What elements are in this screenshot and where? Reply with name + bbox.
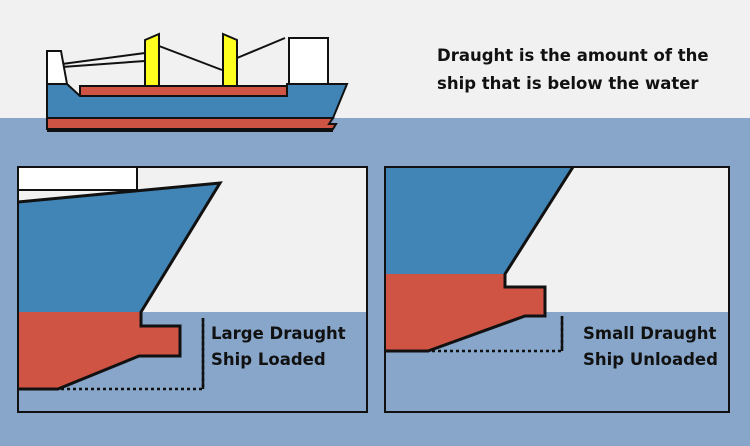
hull-below-water	[46, 117, 338, 130]
rigging-line	[236, 37, 286, 59]
crane	[222, 32, 238, 89]
bridge-superstructure	[288, 37, 329, 85]
bow-below-water	[18, 312, 180, 389]
loaded-label-line-1: Large Draught	[211, 324, 346, 343]
rigging-line	[61, 52, 146, 65]
hull-outline	[17, 181, 223, 391]
superstructure	[17, 166, 138, 191]
rigging-line	[61, 60, 146, 68]
panel-frame	[384, 166, 730, 413]
bow-above-water	[385, 167, 573, 274]
panel-unloaded	[384, 166, 730, 413]
hull-outline	[385, 166, 575, 353]
loaded-label-line-2: Ship Loaded	[211, 350, 326, 369]
unloaded-label-line-2: Ship Unloaded	[583, 350, 718, 369]
caption-line-2: ship that is below the water	[437, 74, 699, 93]
unloaded-label-line-1: Small Draught	[583, 324, 717, 343]
panel-frame	[17, 166, 368, 413]
rigging-line	[158, 45, 223, 71]
hull-lower	[385, 274, 545, 351]
caption-line-1: Draught is the amount of the	[437, 46, 709, 65]
cargo-ship	[46, 32, 349, 132]
deck-cargo	[79, 85, 288, 97]
panel-loaded	[17, 166, 368, 413]
bow-above-water	[18, 183, 220, 312]
crane	[144, 32, 160, 89]
